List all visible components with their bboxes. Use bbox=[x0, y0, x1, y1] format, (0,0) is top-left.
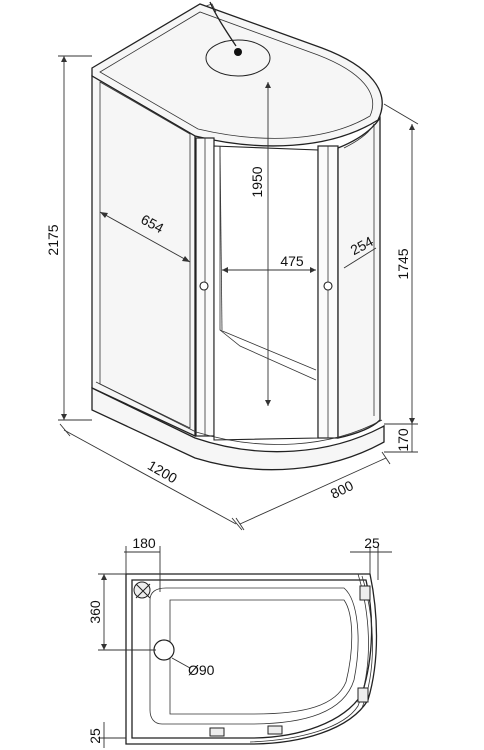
drain-icon bbox=[153, 639, 175, 661]
perspective-view: 2175 654 1950 475 254 1745 170 bbox=[45, 1, 419, 531]
shower-head bbox=[205, 39, 271, 77]
right-curved-glass bbox=[337, 115, 381, 439]
dim-length: 1200 bbox=[145, 457, 180, 487]
base-tray bbox=[91, 386, 385, 471]
door-opening bbox=[213, 145, 319, 441]
dim-drain-distance: 360 bbox=[87, 600, 103, 624]
plan-basin bbox=[149, 587, 359, 725]
door-fitting-icon bbox=[209, 585, 371, 737]
left-glass-panel bbox=[91, 74, 196, 438]
dim-total-height: 2175 bbox=[45, 224, 61, 255]
dim-left-offset: 180 bbox=[132, 535, 156, 551]
door-handle-left bbox=[199, 281, 209, 291]
dim-drain-diameter: Ø90 bbox=[188, 662, 215, 678]
plan-view: Ø90 180 25 360 25 bbox=[87, 535, 392, 748]
dim-bottom-offset: 25 bbox=[87, 728, 103, 744]
dim-tray-height: 170 bbox=[395, 428, 411, 452]
dim-right-offset: 25 bbox=[364, 535, 380, 551]
door-handle-right bbox=[323, 281, 333, 291]
corner-fitting-icon bbox=[133, 581, 151, 599]
dim-inner-height: 1950 bbox=[249, 166, 265, 197]
dim-opening-width: 475 bbox=[280, 253, 304, 269]
shower-pipe bbox=[209, 1, 237, 47]
cabin-roof bbox=[91, 3, 383, 147]
dim-depth: 800 bbox=[328, 477, 356, 502]
dim-cabin-height: 1745 bbox=[395, 248, 411, 279]
